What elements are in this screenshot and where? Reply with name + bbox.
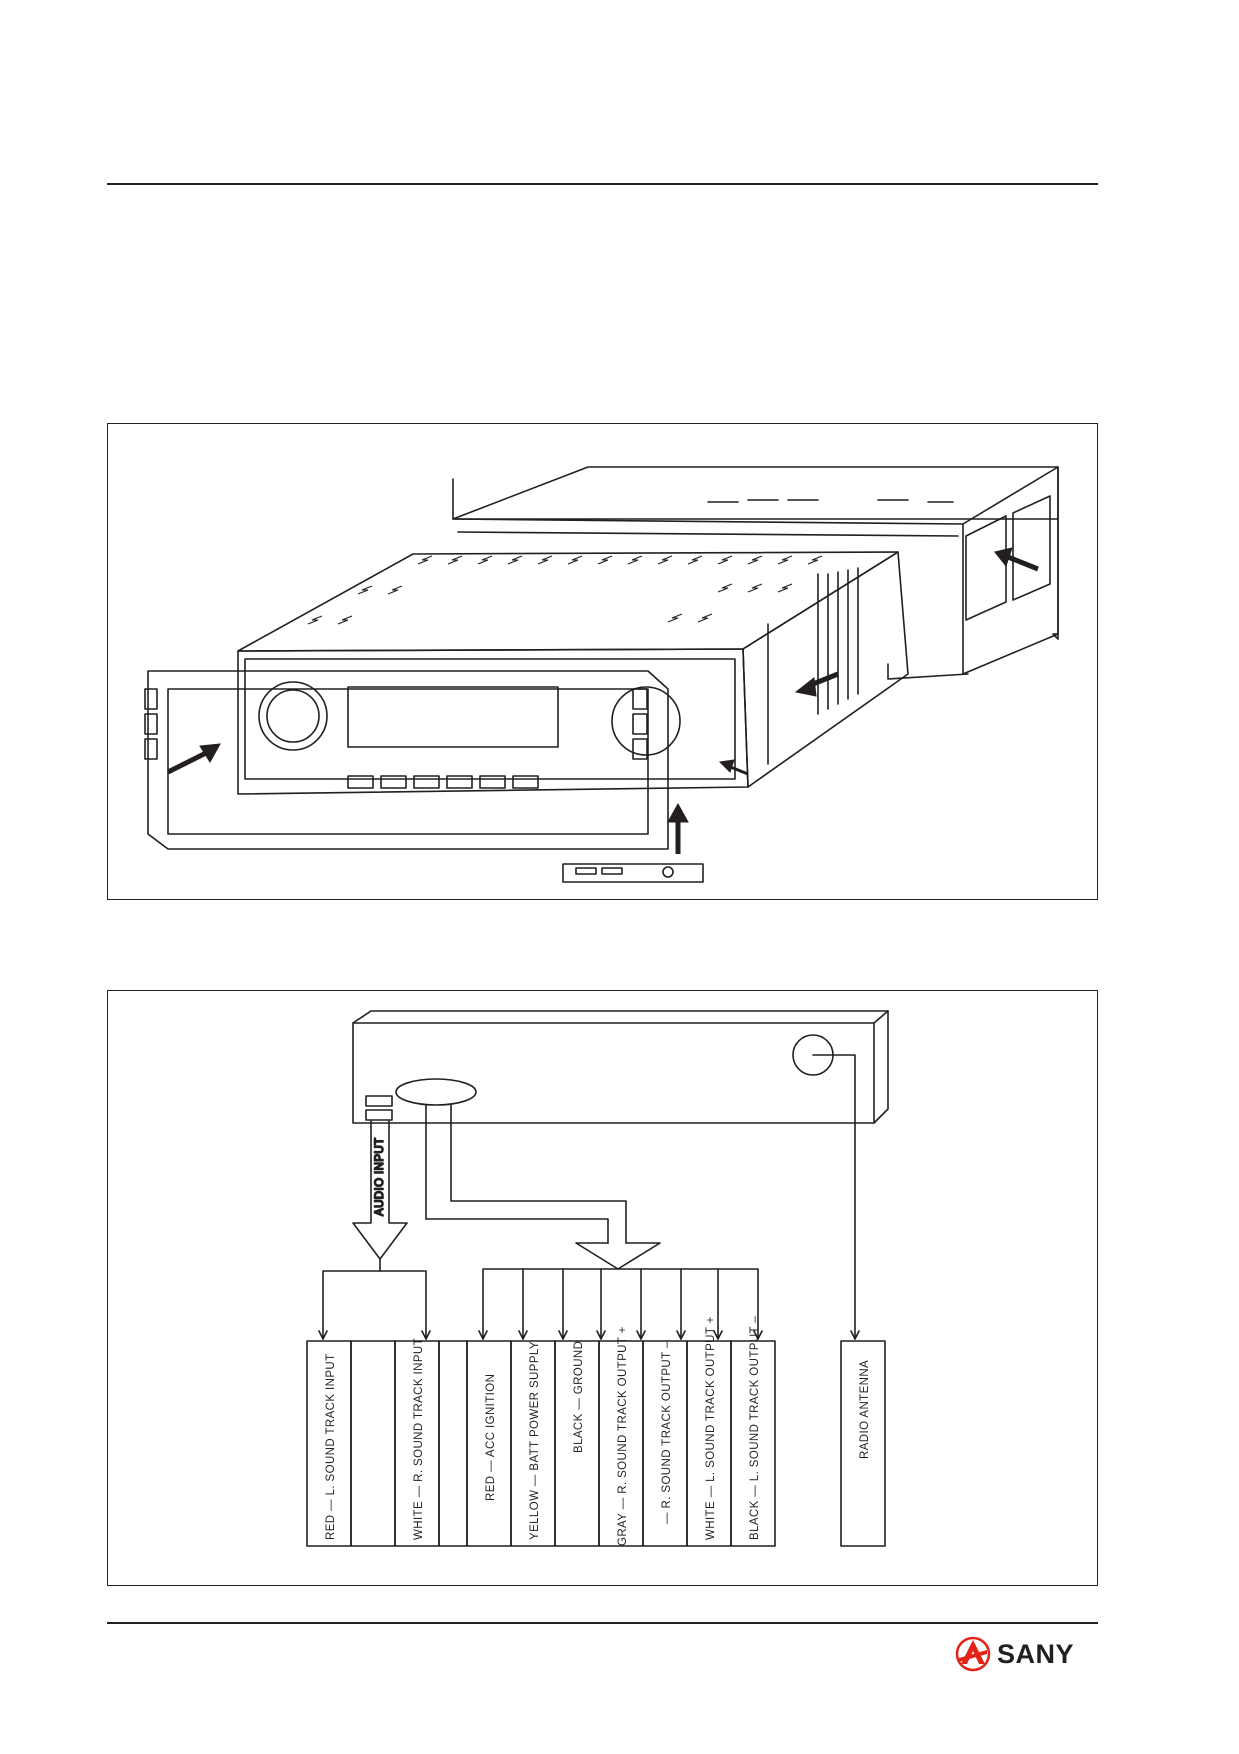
wiring-drawing: AUDIO INPUT <box>306 1010 889 1547</box>
release-key <box>562 863 704 883</box>
terminal-10 <box>730 1340 776 1547</box>
terminal-label-6: BLACK — GROUND <box>573 1341 585 1453</box>
terminal-label-antenna: RADIO ANTENNA <box>859 1360 871 1459</box>
terminal-antenna <box>840 1340 886 1547</box>
radio-chassis <box>237 551 909 795</box>
head-unit <box>352 1010 889 1124</box>
terminal-label-9: WHITE — L. SOUND TRACK OUTPUT + <box>705 1316 717 1540</box>
wire-arrowheads <box>318 1330 860 1340</box>
sany-emblem-icon <box>955 1636 991 1672</box>
installation-figure <box>107 423 1098 900</box>
radio-installation-drawing <box>144 466 1059 883</box>
audio-input-arrow: AUDIO INPUT <box>352 1120 408 1260</box>
wiring-diagram: AUDIO INPUT <box>107 990 1098 1586</box>
sany-logo: SANY <box>955 1634 1074 1674</box>
harness-connector <box>395 1078 477 1106</box>
top-rule <box>107 183 1098 185</box>
insertion-arrows <box>166 547 1039 854</box>
terminal-3 <box>438 1340 468 1547</box>
audio-jack <box>365 1095 393 1107</box>
mounting-sleeve <box>452 466 1059 680</box>
terminal-blocks <box>306 1340 886 1547</box>
terminal-label-0: RED — L. SOUND TRACK INPUT <box>325 1353 337 1540</box>
terminal-label-7: GRAY — R. SOUND TRACK OUTPUT + <box>617 1326 629 1546</box>
front-panel <box>144 670 669 850</box>
harness-arrow <box>425 1104 661 1270</box>
wire-bus <box>322 1054 856 1340</box>
terminal-label-4: RED — ACC IGNITION <box>485 1374 497 1501</box>
terminal-label-10: BLACK — L. SOUND TRACK OUTPUT – <box>749 1316 761 1540</box>
terminal-labels: RED — L. SOUND TRACK INPUT WHITE — R. SO… <box>325 1316 871 1546</box>
bottom-rule <box>107 1622 1098 1624</box>
terminal-label-5: YELLOW — BATT POWER SUPPLY <box>529 1341 541 1540</box>
terminal-label-8: — R. SOUND TRACK OUTPUT – <box>661 1341 673 1524</box>
terminal-label-2: WHITE — R. SOUND TRACK INPUT <box>413 1338 425 1540</box>
terminal-1 <box>350 1340 396 1547</box>
vent-slots <box>307 555 823 625</box>
audio-input-label: AUDIO INPUT <box>374 1137 386 1216</box>
brand-name: SANY <box>997 1638 1075 1669</box>
